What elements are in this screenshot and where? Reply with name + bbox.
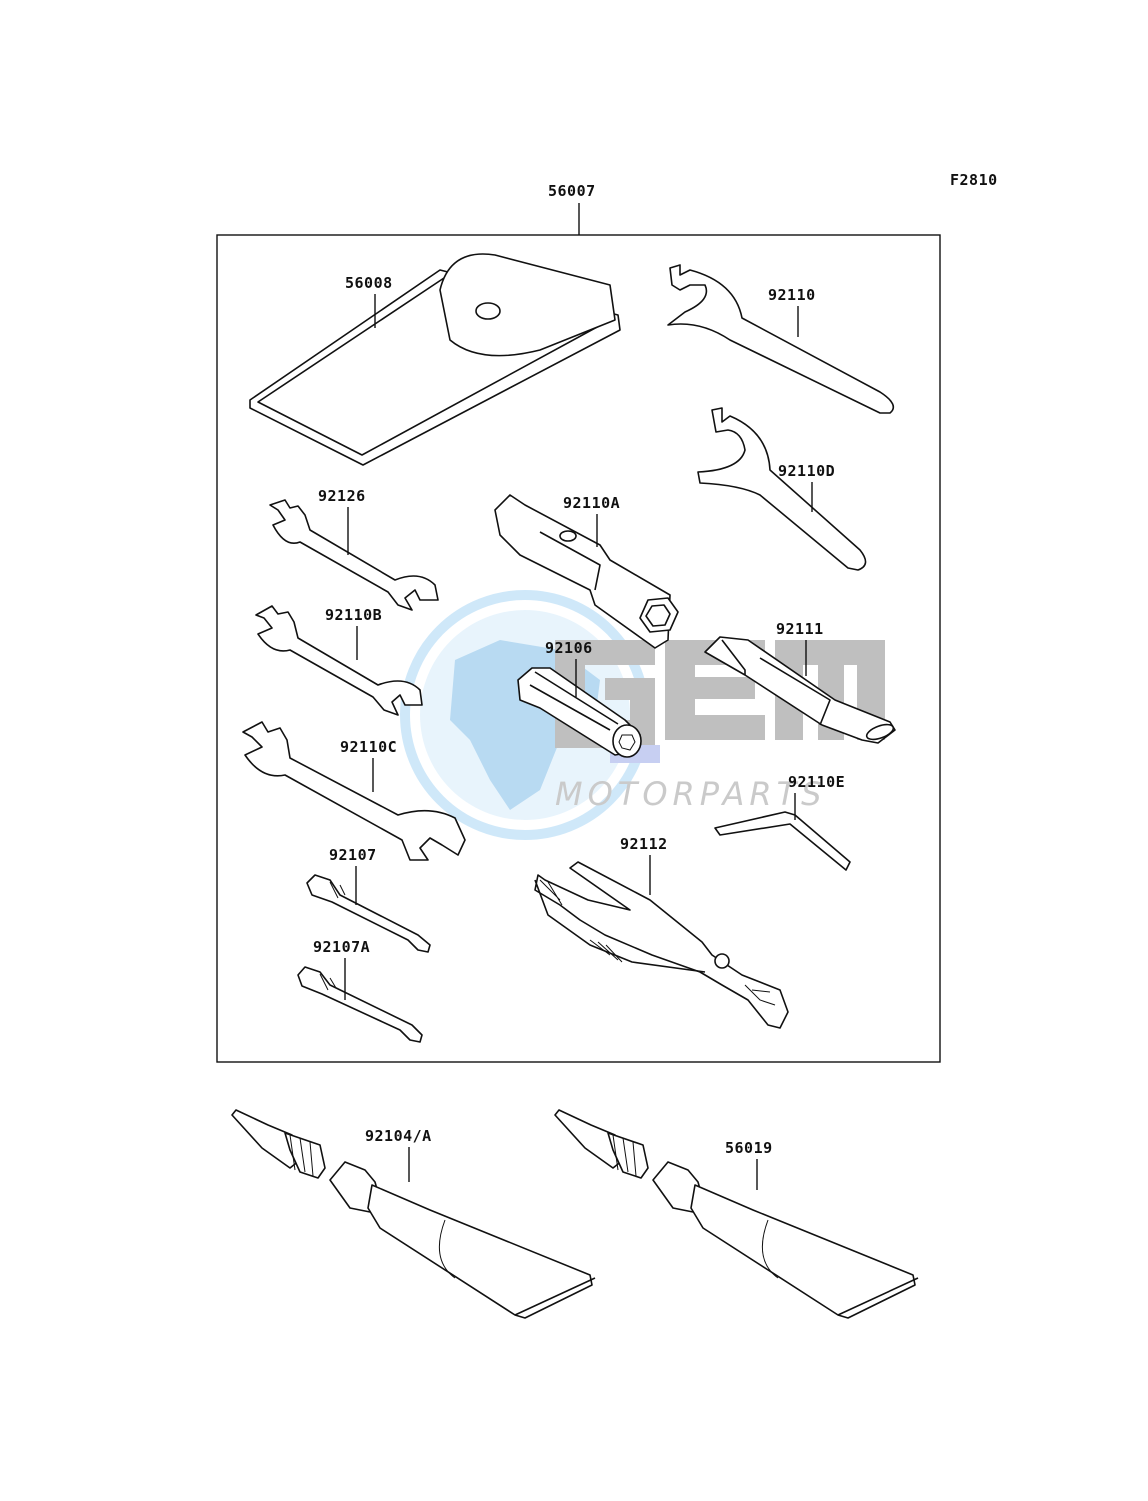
part-label-92110[interactable]: 92110 [768, 286, 816, 304]
watermark-sub-text: MOTORPARTS [555, 775, 826, 813]
part-label-92111[interactable]: 92111 [776, 620, 824, 638]
open-wrench-icon [269, 499, 439, 611]
pliers-icon [534, 861, 789, 1029]
handle-bar-icon [704, 636, 896, 744]
screwdriver-bit-a-icon [297, 966, 423, 1043]
part-label-92110C[interactable]: 92110C [340, 738, 397, 756]
grease-tube-icon [231, 1109, 596, 1319]
part-label-56008[interactable]: 56008 [345, 274, 393, 292]
part-label-56019[interactable]: 56019 [725, 1139, 773, 1157]
part-label-92110E[interactable]: 92110E [788, 773, 845, 791]
part-label-92112[interactable]: 92112 [620, 835, 668, 853]
part-label-92106[interactable]: 92106 [545, 639, 593, 657]
part-label-56007[interactable]: 56007 [548, 182, 596, 200]
hex-key-icon [714, 811, 851, 871]
part-label-92107A[interactable]: 92107A [313, 938, 370, 956]
extension-bar-icon [517, 667, 642, 758]
figure-code: F2810 [950, 171, 998, 189]
spanner-hook-small-icon [697, 407, 867, 571]
plug-wrench-icon [494, 494, 679, 649]
part-label-92104-A[interactable]: 92104/A [365, 1127, 432, 1145]
tool-bag-icon [249, 253, 621, 466]
part-label-92110B[interactable]: 92110B [325, 606, 382, 624]
open-wrench-c-icon [242, 721, 466, 861]
part-label-92110A[interactable]: 92110A [563, 494, 620, 512]
spanner-hook-icon [667, 264, 895, 414]
open-wrench-b-icon [255, 605, 423, 716]
part-label-92126[interactable]: 92126 [318, 487, 366, 505]
part-label-92110D[interactable]: 92110D [778, 462, 835, 480]
screwdriver-bit-icon [306, 874, 431, 953]
part-label-92107[interactable]: 92107 [329, 846, 377, 864]
grease-tube-b-icon [554, 1109, 919, 1319]
kit-frame [216, 234, 941, 1063]
